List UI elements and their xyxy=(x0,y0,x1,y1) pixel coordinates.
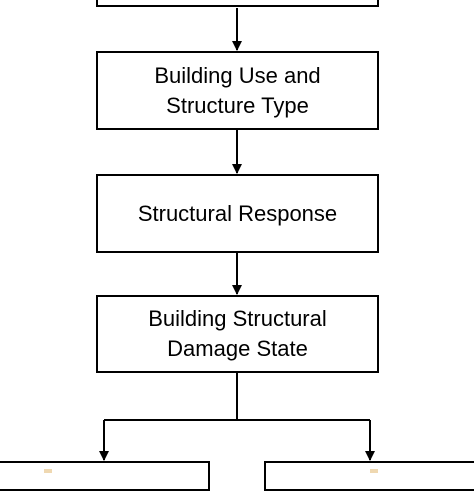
flowchart-node-bottom-left-cropped xyxy=(0,461,210,491)
flowchart-node-damage-state: Building Structural Damage State xyxy=(96,295,379,373)
flowchart-node-top-cropped xyxy=(96,0,379,7)
cropped-text-fragment xyxy=(44,469,52,473)
damage-state-line-2: Damage State xyxy=(167,336,308,361)
damage-state-line-1: Building Structural xyxy=(148,306,327,331)
building-use-line-2: Structure Type xyxy=(166,92,309,118)
cropped-text-fragment xyxy=(370,469,378,473)
flowchart-node-bottom-right-cropped xyxy=(264,461,474,491)
structural-response-label: Structural Response xyxy=(137,200,338,226)
flowchart-connectors xyxy=(99,8,375,461)
flowchart-node-structural-response: Structural Response xyxy=(96,174,379,253)
flowchart-node-building-use: Building Use and Structure Type xyxy=(96,51,379,130)
building-use-line-1: Building Use and xyxy=(154,62,321,88)
